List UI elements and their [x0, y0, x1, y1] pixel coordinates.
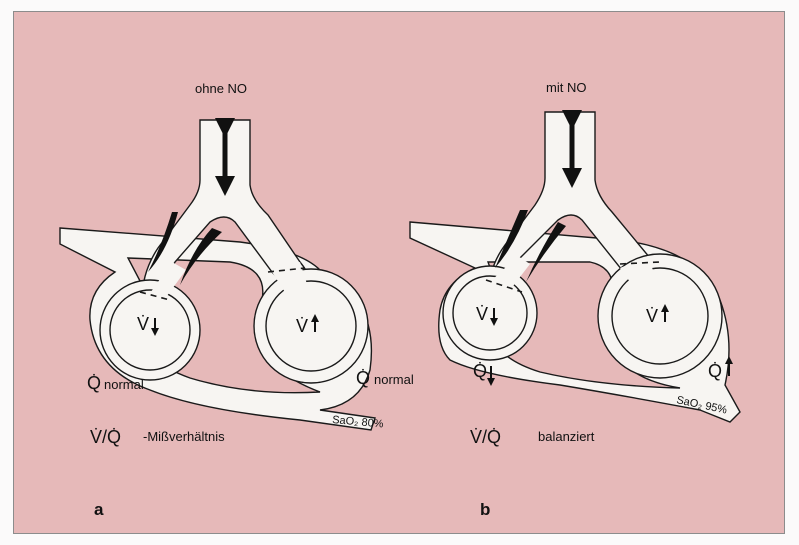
panel-b-q-right-symbol: Q̇: [708, 361, 722, 381]
panel-a-q-left-symbol: Q̇: [87, 373, 101, 393]
panel-b-alveolus-right: [612, 268, 708, 364]
panel-a-alveolus-right: [266, 281, 356, 371]
panel-a-title: ohne NO: [195, 81, 247, 96]
panel-a-ratio-symbol: V̇/Q̇: [90, 427, 121, 447]
panel-a-q-left-label: normal: [104, 377, 144, 392]
panel-a: ohne NO V̇ V̇ Q̇ normal Q̇ normal SaO₂ 8…: [60, 81, 414, 519]
panel-b-v-left: V̇: [476, 304, 488, 324]
panel-a-ratio-label: -Mißverhältnis: [143, 429, 225, 444]
panel-b-letter: b: [480, 500, 490, 519]
panel-b-q-left-symbol: Q̇: [473, 361, 487, 381]
panel-a-alveolus-left: [110, 290, 190, 370]
panel-a-q-right-label: normal: [374, 372, 414, 387]
panel-a-q-right-symbol: Q̇: [356, 368, 370, 388]
panel-b-ratio-label: balanziert: [538, 429, 595, 444]
panel-b-v-right: V̇: [646, 306, 658, 326]
panel-b-title: mit NO: [546, 80, 586, 95]
panel-b: mit NO V̇ V̇ Q̇ Q̇ SaO₂ 95% V̇/Q̇ balanz…: [410, 80, 740, 519]
panel-a-letter: a: [94, 500, 104, 519]
panel-a-v-right: V̇: [296, 316, 308, 336]
panel-b-alveolus-left: [453, 276, 527, 350]
panel-b-ratio-symbol: V̇/Q̇: [470, 427, 501, 447]
panel-a-sao2: SaO₂ 80%: [332, 414, 384, 430]
panel-a-v-left: V̇: [137, 314, 149, 334]
